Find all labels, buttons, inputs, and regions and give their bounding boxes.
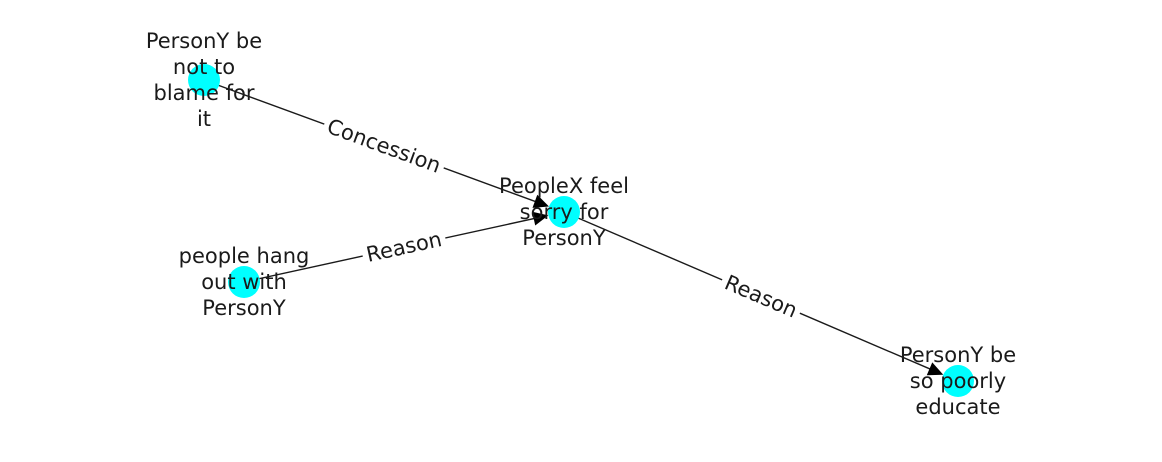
edge-label-background [717,267,805,326]
node-label-line: PersonY [522,226,606,250]
node-label-line: so poorly [910,369,1006,393]
edge: Concession [203,79,549,208]
node-label-line: educate [915,395,1000,419]
node-label-line: it [197,107,211,131]
node-label-line: PeopleX feel [499,174,629,198]
arrow-head [926,362,944,376]
nodes-layer [188,64,974,397]
node-label-line: PersonY be [900,343,1016,367]
node-label-line: out with [201,270,287,294]
arrow-head [532,194,549,208]
edge-label: Reason [721,270,801,322]
edge: Reason [563,211,944,376]
node-label-line: PersonY be [146,29,262,53]
graph-node[interactable] [942,365,974,397]
edge-label-group: Reason [359,225,449,269]
node-label-line: PersonY [202,296,286,320]
edge-label-background [359,225,449,269]
graph-node[interactable] [548,196,580,228]
arrow-head [532,211,549,226]
edge-label-group: Concession [319,111,449,181]
node-label-line: not to [173,55,235,79]
edge-label: Reason [364,227,444,267]
graph-node[interactable] [228,266,260,298]
edge-label-group: Reason [717,267,805,326]
node-label-line: sorry for [520,200,609,224]
graph-node[interactable] [188,64,220,96]
node-label-line: blame for [154,81,255,105]
node-label-line: people hang [179,244,310,268]
edge-label: Concession [324,114,444,178]
edge-label-background [319,111,449,181]
